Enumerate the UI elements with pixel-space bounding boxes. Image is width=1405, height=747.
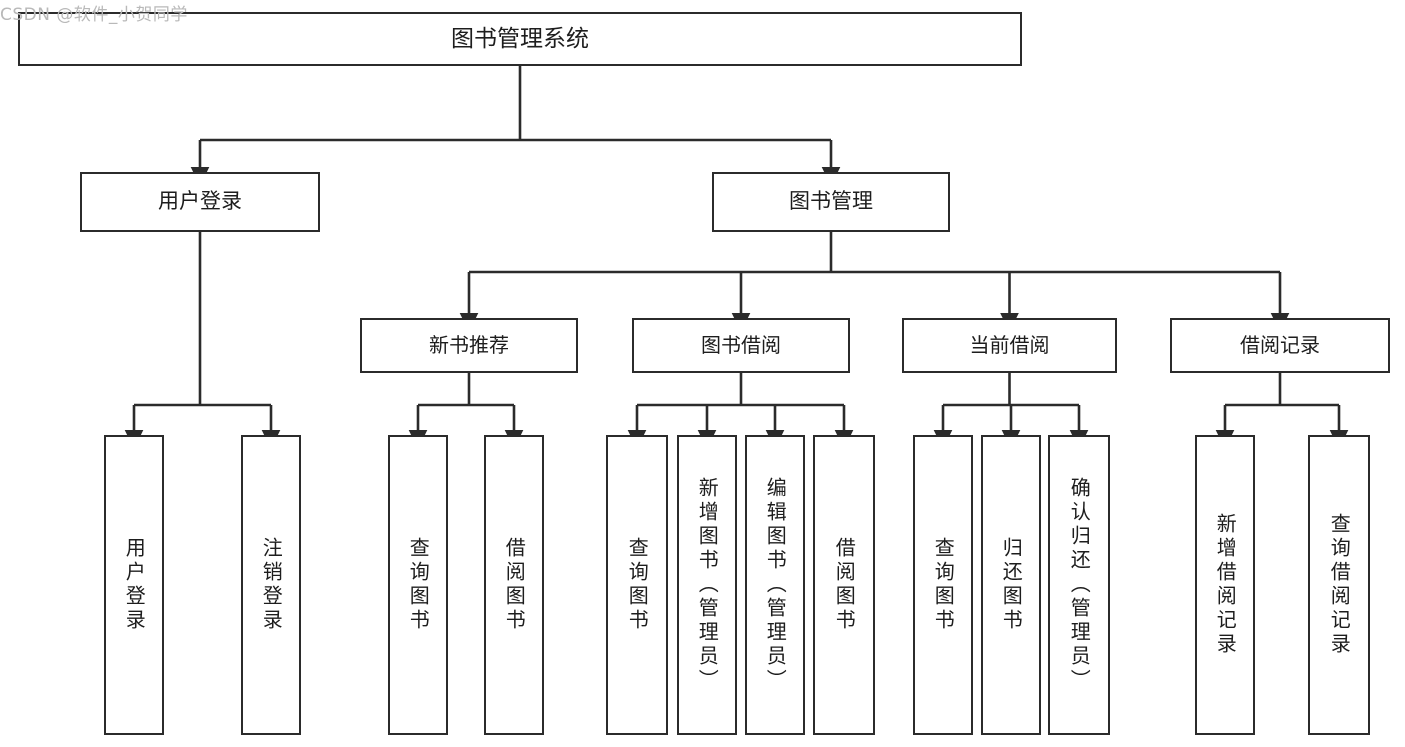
node-label: 查询图书 bbox=[931, 537, 956, 633]
node-label: 确认归还（管理员） bbox=[1067, 477, 1092, 693]
node-leaf-编辑图书管理员-6[interactable]: 编辑图书（管理员） bbox=[745, 435, 805, 735]
node-label: 编辑图书（管理员） bbox=[763, 477, 788, 693]
csdn-watermark: CSDN @软件_小贺同学 bbox=[0, 5, 188, 25]
node-level2-图书管理[interactable]: 图书管理 bbox=[712, 172, 950, 232]
node-leaf-归还图书-9[interactable]: 归还图书 bbox=[981, 435, 1041, 735]
node-label: 归还图书 bbox=[999, 537, 1024, 633]
node-label: 查询图书 bbox=[625, 537, 650, 633]
node-level3-新书推荐[interactable]: 新书推荐 bbox=[360, 318, 578, 373]
node-label: 新书推荐 bbox=[429, 333, 509, 358]
node-label: 借阅图书 bbox=[502, 537, 527, 633]
node-root-图书管理系统[interactable]: 图书管理系统 bbox=[18, 12, 1022, 66]
node-leaf-注销登录-1[interactable]: 注销登录 bbox=[241, 435, 301, 735]
node-leaf-查询借阅记录-12[interactable]: 查询借阅记录 bbox=[1308, 435, 1370, 735]
node-leaf-用户登录-0[interactable]: 用户登录 bbox=[104, 435, 164, 735]
node-label: 新增借阅记录 bbox=[1213, 513, 1238, 657]
node-level3-借阅记录[interactable]: 借阅记录 bbox=[1170, 318, 1390, 373]
node-level3-当前借阅[interactable]: 当前借阅 bbox=[902, 318, 1117, 373]
node-leaf-新增借阅记录-11[interactable]: 新增借阅记录 bbox=[1195, 435, 1255, 735]
node-leaf-查询图书-2[interactable]: 查询图书 bbox=[388, 435, 448, 735]
node-leaf-借阅图书-3[interactable]: 借阅图书 bbox=[484, 435, 544, 735]
node-level3-图书借阅[interactable]: 图书借阅 bbox=[632, 318, 850, 373]
node-leaf-查询图书-4[interactable]: 查询图书 bbox=[606, 435, 668, 735]
node-label: 注销登录 bbox=[259, 537, 284, 633]
node-label: 新增图书（管理员） bbox=[695, 477, 720, 693]
node-leaf-借阅图书-7[interactable]: 借阅图书 bbox=[813, 435, 875, 735]
node-label: 图书管理系统 bbox=[451, 25, 589, 52]
node-leaf-新增图书管理员-5[interactable]: 新增图书（管理员） bbox=[677, 435, 737, 735]
node-leaf-查询图书-8[interactable]: 查询图书 bbox=[913, 435, 973, 735]
node-label: 用户登录 bbox=[158, 189, 242, 214]
node-label: 借阅图书 bbox=[832, 537, 857, 633]
node-label: 查询图书 bbox=[406, 537, 431, 633]
node-label: 图书管理 bbox=[789, 189, 873, 214]
node-label: 用户登录 bbox=[122, 537, 147, 633]
node-level2-用户登录[interactable]: 用户登录 bbox=[80, 172, 320, 232]
node-label: 当前借阅 bbox=[969, 333, 1050, 358]
node-label: 查询借阅记录 bbox=[1327, 513, 1352, 657]
node-label: 图书借阅 bbox=[701, 333, 781, 358]
node-label: 借阅记录 bbox=[1240, 333, 1320, 358]
node-leaf-确认归还管理员-10[interactable]: 确认归还（管理员） bbox=[1048, 435, 1110, 735]
